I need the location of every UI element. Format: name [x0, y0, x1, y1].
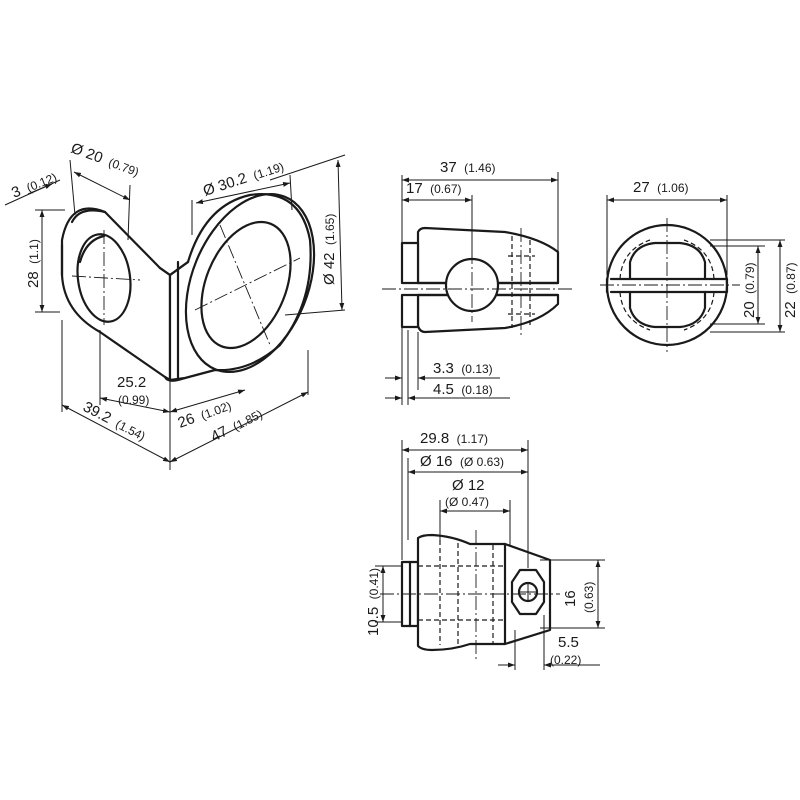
dim-iso-small-hole-in: (0.79) — [107, 155, 141, 179]
svg-text:3.3 (0.13): 3.3 (0.13) — [433, 360, 493, 377]
dim-iso-length-in: (1.85) — [231, 407, 265, 434]
dim-bottom-dia12-in: (Ø 0.47) — [445, 495, 489, 509]
dim-end-width-in: (1.06) — [657, 181, 688, 195]
dim-side-gap2: 4.5 — [433, 381, 454, 398]
dim-iso-width-in: (1.54) — [113, 417, 147, 444]
dim-bottom-h16-in: (0.63) — [582, 582, 596, 613]
dim-side-gap1-in: (0.13) — [461, 362, 492, 376]
dim-bottom-off55: 5.5 — [558, 634, 579, 651]
dim-bottom-h16: 16 — [562, 590, 579, 607]
svg-text:22 (0.87): 22 (0.87) — [782, 263, 799, 319]
dim-iso-length: 47 — [208, 423, 231, 446]
dim-end-inner-in: (0.79) — [743, 263, 757, 294]
dim-iso-height: 28 — [25, 271, 42, 288]
dim-bottom-dia16-in: (Ø 0.63) — [460, 455, 504, 469]
dim-bottom-total-in: (1.17) — [457, 432, 488, 446]
dim-bottom-off55-in: (0.22) — [550, 653, 581, 667]
dim-side-total-in: (1.46) — [464, 161, 495, 175]
dim-iso-thickness-in: (0.12) — [25, 170, 59, 195]
dim-side-gap2-in: (0.18) — [461, 383, 492, 397]
dim-bottom-dia12: Ø 12 — [452, 477, 485, 494]
svg-text:28 (1.1): 28 (1.1) — [25, 239, 42, 288]
svg-text:Ø 20 (0.79): Ø 20 (0.79) — [69, 140, 142, 180]
end-view: 27 (1.06) 20 (0.79) 22 (0.87) — [600, 179, 799, 352]
dim-iso-large-hole-in: (1.19) — [252, 160, 286, 183]
dim-bottom-total: 29.8 — [420, 430, 449, 447]
dim-side-total: 37 — [440, 159, 457, 176]
svg-text:10.5 (0.41): 10.5 (0.41) — [365, 568, 382, 636]
svg-text:20 (0.79): 20 (0.79) — [741, 263, 758, 319]
dim-bottom-h105: 10.5 — [365, 607, 382, 636]
dim-end-inner: 20 — [741, 301, 758, 318]
svg-text:3 (0.12): 3 (0.12) — [9, 168, 59, 201]
dim-side-partial-in: (0.67) — [430, 182, 461, 196]
dim-side-partial: 17 — [406, 180, 423, 197]
dim-iso-offset-in: (0.99) — [118, 393, 149, 407]
svg-text:37 (1.46): 37 (1.46) — [440, 159, 496, 176]
dim-iso-thickness: 3 — [9, 183, 23, 202]
dim-bottom-h105-in: (0.41) — [367, 568, 381, 599]
bottom-view: 29.8 (1.17) Ø 16 (Ø 0.63) Ø 12 (Ø 0.47) … — [365, 430, 605, 670]
dim-bottom-dia16: Ø 16 — [420, 453, 453, 470]
dim-iso-small-hole: Ø 20 — [69, 140, 105, 167]
dim-iso-large-hole: Ø 30.2 — [201, 170, 249, 200]
svg-text:4.5 (0.18): 4.5 (0.18) — [433, 381, 493, 398]
dim-iso-outer-dia-in: (1.65) — [323, 214, 337, 245]
svg-text:29.8 (1.17): 29.8 (1.17) — [420, 430, 488, 447]
dim-end-width: 27 — [633, 179, 650, 196]
svg-text:27 (1.06): 27 (1.06) — [633, 179, 689, 196]
svg-text:17 (0.67): 17 (0.67) — [406, 180, 462, 197]
bottom-body — [416, 533, 552, 652]
dim-side-gap1: 3.3 — [433, 360, 454, 377]
dim-end-outer: 22 — [782, 301, 799, 318]
dim-iso-depth: 26 — [176, 410, 197, 432]
dim-iso-offset: 25.2 — [117, 374, 146, 391]
dim-iso-width: 39.2 — [80, 398, 114, 426]
isometric-view: 3 (0.12) Ø 20 (0.79) 28 (1.1) Ø 30.2 (1.… — [4, 140, 346, 470]
svg-text:Ø 16 (Ø 0.63): Ø 16 (Ø 0.63) — [420, 453, 504, 470]
dim-iso-outer-dia: Ø 42 — [321, 252, 338, 285]
dim-end-outer-in: (0.87) — [784, 263, 798, 294]
side-view: 37 (1.46) 17 (0.67) 3.3 (0.13) 4.5 (0.18… — [382, 159, 575, 405]
dim-iso-height-in: (1.1) — [27, 239, 41, 264]
svg-text:Ø 42 (1.65): Ø 42 (1.65) — [321, 214, 338, 285]
